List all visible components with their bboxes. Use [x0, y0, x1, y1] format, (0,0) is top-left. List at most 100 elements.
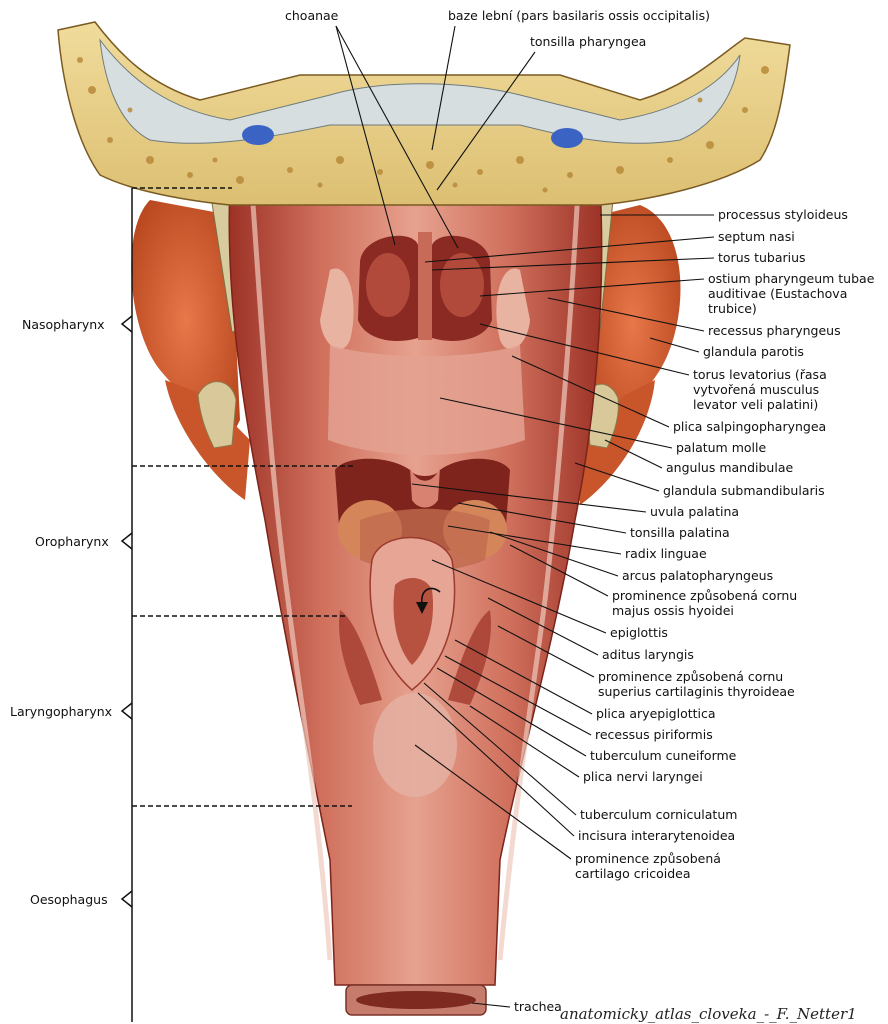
leader-baze-lebni — [431, 25, 456, 151]
aditus-laryngis-opening — [393, 578, 434, 665]
leader-prominence-thyroideae — [497, 625, 595, 678]
leader-choanae-a — [335, 25, 396, 246]
region-label-oropharynx: Oropharynx — [35, 534, 109, 549]
label-tonsilla-pharyngea: tonsilla pharyngea — [530, 34, 646, 49]
label-tuberculum-corniculatum: tuberculum corniculatum — [580, 807, 737, 822]
leader-glandula-submandibularis — [574, 462, 660, 492]
leader-angulus-mandibulae — [604, 439, 663, 469]
label-line: auditivae (Eustachova — [708, 286, 847, 301]
label-line: prominence způsobená — [575, 851, 721, 866]
label-trachea: trachea — [514, 999, 562, 1014]
skull-base — [57, 21, 791, 206]
leader-glandula-parotis — [649, 337, 700, 353]
label-line: ostium pharyngeum tubae — [708, 271, 875, 286]
label-line: recessus pharyngeus — [708, 323, 841, 338]
label-aditus-laryngis: aditus laryngis — [602, 647, 694, 662]
label-line: prominence způsobená cornu — [612, 588, 797, 603]
left-torus-tubarius — [320, 268, 354, 350]
left-lateral-ridge — [249, 189, 333, 961]
label-line: processus styloideus — [718, 207, 848, 222]
label-line: septum nasi — [718, 229, 795, 244]
label-line: radix linguae — [625, 546, 707, 561]
leader-tonsilla-palatina — [457, 502, 627, 534]
choanae-structure — [358, 232, 492, 341]
label-incisura-interarytenoidea: incisura interarytenoidea — [578, 828, 735, 843]
leader-torus-tubarius — [431, 257, 715, 271]
left-submandibular-gland — [165, 380, 250, 500]
label-recessus-pharyngeus: recessus pharyngeus — [708, 323, 841, 338]
label-line: vytvořená musculus — [693, 382, 819, 397]
right-torus-tubarius — [496, 268, 530, 350]
leader-choanae-b — [335, 25, 459, 249]
label-plica-salpingopharyngea: plica salpingopharyngea — [673, 419, 826, 434]
leader-plica-salpingopharyngea — [511, 355, 670, 428]
label-line: incisura interarytenoidea — [578, 828, 735, 843]
label-torus-tubarius: torus tubarius — [718, 250, 806, 265]
leader-tuberculum-cuneiforme — [436, 667, 587, 757]
label-line: torus tubarius — [718, 250, 806, 265]
leader-aditus-laryngis — [487, 597, 599, 656]
label-angulus-mandibulae: angulus mandibulae — [666, 460, 793, 475]
leader-arcus-palatopharyngeus — [489, 531, 619, 577]
left-foramen — [242, 125, 274, 145]
leader-ostium-pharyngeum — [479, 278, 705, 297]
epiglottis-arrow-head — [416, 602, 428, 614]
label-line: plica aryepiglottica — [596, 706, 716, 721]
leader-lines — [335, 25, 715, 1008]
label-baze-lebni: baze lební (pars basilaris ossis occipit… — [448, 8, 710, 23]
leader-torus-levatorius — [479, 323, 690, 376]
right-foramen — [551, 128, 583, 148]
label-plica-aryepiglottica: plica aryepiglottica — [596, 706, 716, 721]
label-line: plica nervi laryngei — [583, 769, 703, 784]
label-line: uvula palatina — [650, 504, 739, 519]
label-line: angulus mandibulae — [666, 460, 793, 475]
label-plica-nervi-laryngei: plica nervi laryngei — [583, 769, 703, 784]
label-tuberculum-cuneiforme: tuberculum cuneiforme — [590, 748, 737, 763]
soft-palate — [328, 345, 525, 455]
label-line: palatum molle — [676, 440, 766, 455]
label-recessus-piriformis: recessus piriformis — [595, 727, 713, 742]
label-line: trubice) — [708, 301, 757, 316]
leader-recessus-pharyngeus — [547, 297, 705, 332]
label-line: glandula parotis — [703, 344, 804, 359]
leader-epiglottis — [431, 559, 607, 634]
label-line: torus levatorius (řasa — [693, 367, 827, 382]
leader-recessus-piriformis — [444, 655, 592, 736]
label-glandula-submandibularis: glandula submandibularis — [663, 483, 825, 498]
label-epiglottis: epiglottis — [610, 625, 668, 640]
label-choanae: choanae — [285, 8, 339, 23]
label-radix-linguae: radix linguae — [625, 546, 707, 561]
label-line: tuberculum corniculatum — [580, 807, 737, 822]
label-palatum-molle: palatum molle — [676, 440, 766, 455]
left-piriform-recess — [339, 610, 382, 705]
label-tonsilla-palatina: tonsilla palatina — [630, 525, 730, 540]
left-parotid-gland — [131, 200, 240, 440]
leader-uvula-palatina — [411, 483, 647, 513]
region-label-oesophagus: Oesophagus — [30, 892, 108, 907]
label-line: epiglottis — [610, 625, 668, 640]
label-uvula-palatina: uvula palatina — [650, 504, 739, 519]
label-line: arcus palatopharyngeus — [622, 568, 773, 583]
label-line: cartilago cricoidea — [575, 866, 691, 881]
watermark: anatomicky_atlas_cloveka_-_F._Netter1 — [560, 1005, 857, 1023]
label-arcus-palatopharyngeus: arcus palatopharyngeus — [622, 568, 773, 583]
epiglottis-arrow — [421, 587, 441, 606]
leader-plica-nervi-laryngei — [469, 705, 580, 778]
leader-plica-aryepiglottica — [454, 639, 593, 715]
leader-incisura-interarytenoidea — [417, 692, 575, 837]
label-septum-nasi: septum nasi — [718, 229, 795, 244]
label-line: glandula submandibularis — [663, 483, 825, 498]
uvula — [410, 468, 440, 508]
leader-radix-linguae — [447, 525, 622, 555]
label-line: recessus piriformis — [595, 727, 713, 742]
leader-prominence-hyoidei — [509, 544, 609, 597]
label-line: superius cartilaginis thyroideae — [598, 684, 795, 699]
label-line: tuberculum cuneiforme — [590, 748, 737, 763]
right-labels: processus styloideus septum nasi torus tub… — [575, 207, 875, 881]
label-line: plica salpingopharyngea — [673, 419, 826, 434]
right-concha — [440, 253, 484, 317]
right-lateral-ridge — [497, 189, 581, 961]
